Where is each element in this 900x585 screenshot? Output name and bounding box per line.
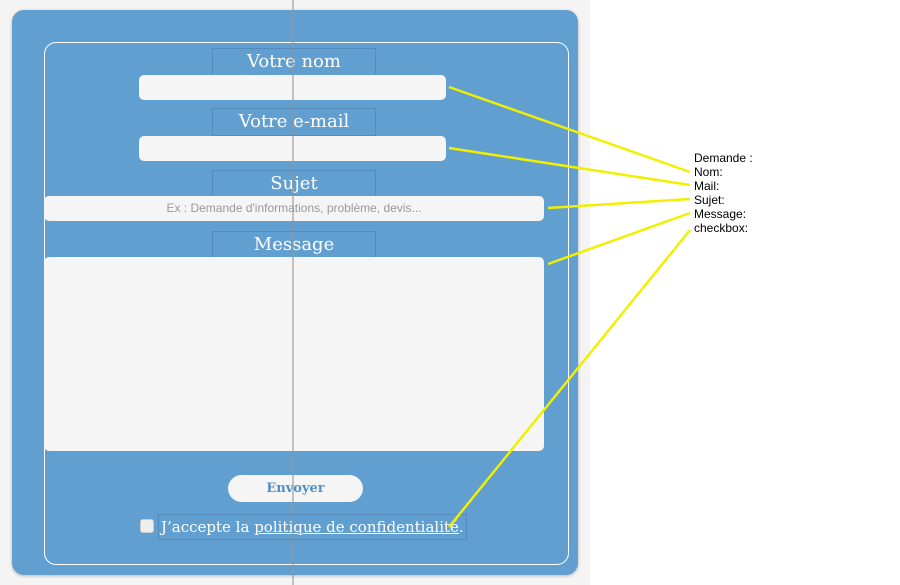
submit-button[interactable]: Envoyer: [228, 475, 363, 502]
annotation-notes: Demande : Nom: Mail: Sujet: Message: che…: [694, 151, 753, 235]
privacy-checkbox[interactable]: [140, 519, 154, 533]
annotation-line-name: [448, 85, 691, 174]
privacy-consent-label: J’accepte la politique de confidentialit…: [158, 514, 467, 540]
annotation-line-checkbox: [448, 229, 691, 528]
note-nom: Nom:: [694, 165, 723, 179]
privacy-policy-link[interactable]: politique de confidentialité: [254, 518, 459, 536]
annotation-line-message: [547, 211, 691, 266]
annotation-line-subject: [547, 197, 691, 210]
message-textarea[interactable]: [44, 257, 544, 451]
guide-line: [292, 0, 294, 585]
note-demande: Demande :: [694, 151, 753, 165]
annotation-line-mail: [448, 146, 691, 187]
consent-text: J’accepte la: [161, 518, 255, 536]
note-mail: Mail:: [694, 179, 720, 193]
note-checkbox: checkbox:: [694, 221, 749, 235]
subject-input[interactable]: Ex : Demande d'informations, problème, d…: [44, 196, 544, 221]
note-message: Message:: [694, 207, 747, 221]
note-sujet: Sujet:: [694, 193, 725, 207]
consent-suffix: .: [458, 518, 464, 536]
